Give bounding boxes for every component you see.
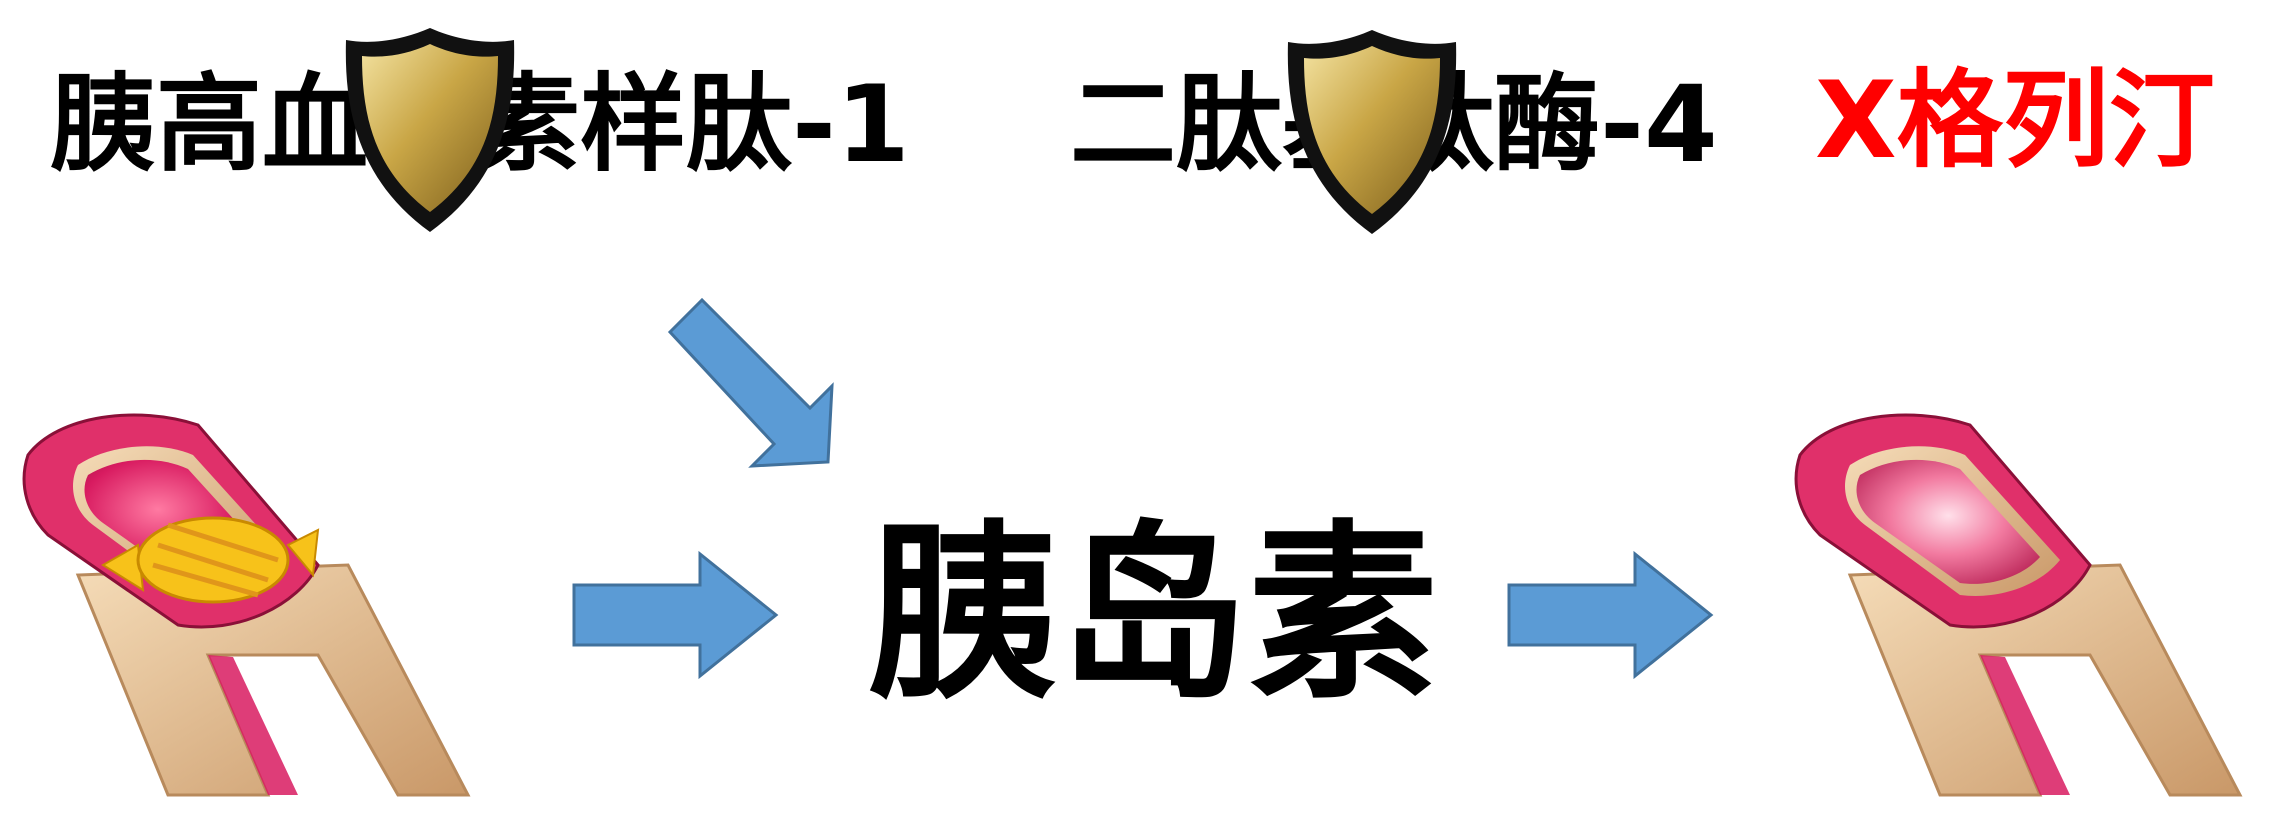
gliptin-label: X格列汀 [1815, 59, 2215, 182]
pancreas-tissue-icon [22, 413, 471, 797]
shield-icon [345, 28, 515, 232]
insulin-label: 胰岛素 [868, 504, 1439, 725]
candy-icon [101, 516, 320, 604]
arrow-right-icon [572, 550, 779, 680]
arrow-down-right-icon [667, 297, 834, 468]
pancreas-tissue-icon [1794, 413, 2243, 797]
arrow-right-icon [1507, 550, 1714, 680]
shield-icon [1287, 30, 1457, 234]
